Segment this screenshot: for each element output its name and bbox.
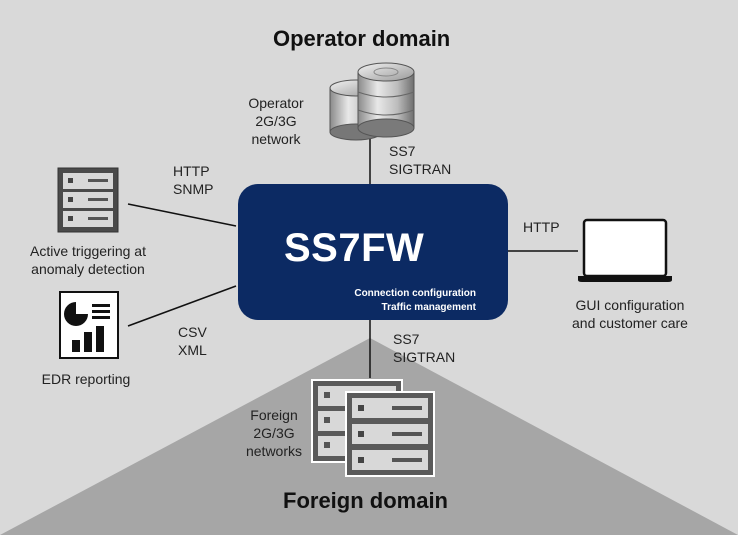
edr-reporting-label: EDR reporting bbox=[41, 371, 131, 387]
rack-server-icon bbox=[311, 379, 435, 477]
operator-domain-title: Operator domain bbox=[273, 26, 451, 51]
link-triggering-line bbox=[127, 203, 237, 227]
foreign-link-label: SS7 SIGTRAN bbox=[393, 331, 456, 365]
laptop-icon bbox=[578, 218, 672, 282]
foreign-networks-label: Foreign 2G/3G networks bbox=[245, 407, 303, 459]
firewall-box bbox=[238, 184, 508, 320]
foreign-domain-title: Foreign domain bbox=[283, 488, 448, 513]
rack-server-icon bbox=[57, 167, 119, 233]
link-edr-line bbox=[127, 285, 237, 327]
report-chart-icon bbox=[59, 291, 119, 359]
firewall-subtitle: Connection configuration Traffic managem… bbox=[354, 288, 476, 313]
edr-link-label: CSV XML bbox=[178, 324, 207, 358]
gui-link-label: HTTP bbox=[523, 219, 560, 235]
server-stack-icon bbox=[329, 62, 415, 141]
triggering-link-label: HTTP SNMP bbox=[173, 163, 214, 197]
gui-label: GUI configuration and customer care bbox=[572, 297, 688, 331]
operator-link-label: SS7 SIGTRAN bbox=[389, 143, 452, 177]
firewall-title: SS7FW bbox=[284, 226, 425, 270]
operator-network-label: Operator 2G/3G network bbox=[248, 95, 304, 147]
active-triggering-label: Active triggering at anomaly detection bbox=[30, 243, 146, 277]
